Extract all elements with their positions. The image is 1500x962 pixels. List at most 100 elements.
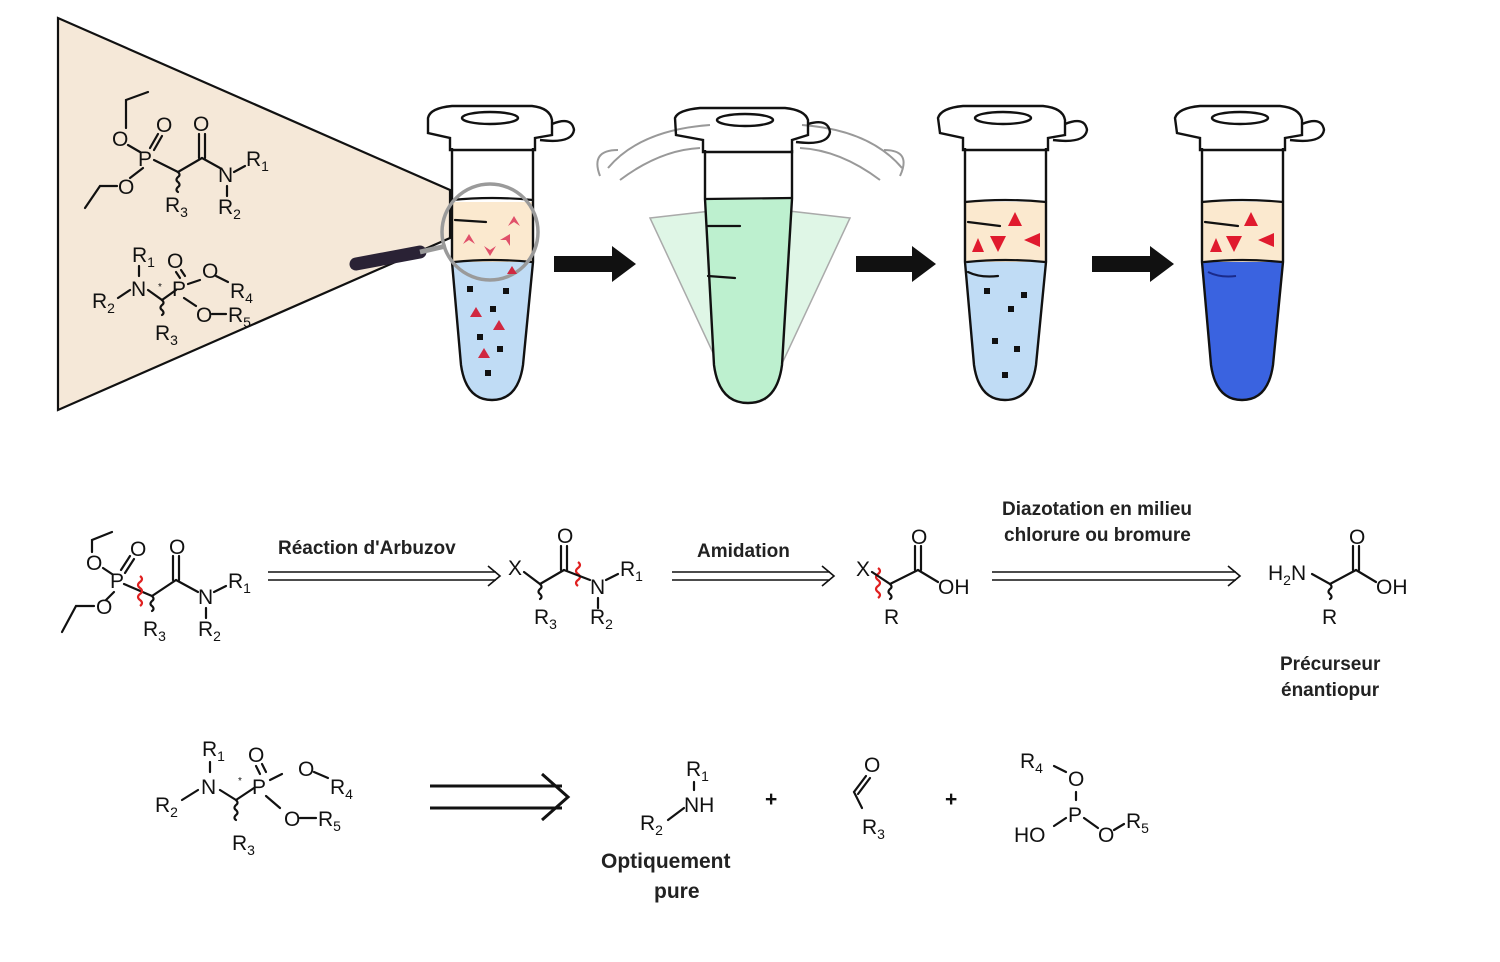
scheme-2-aldehyde: O R3 bbox=[852, 754, 885, 842]
r-label: R bbox=[246, 148, 261, 171]
product-markers bbox=[972, 212, 1040, 252]
plus-sign: + bbox=[765, 788, 777, 811]
r-subscript: 1 bbox=[217, 748, 225, 764]
svg-text:R1: R1 bbox=[202, 738, 225, 764]
step-label-arbuzov: Réaction d'Arbuzov bbox=[278, 538, 456, 559]
atom-O: O bbox=[112, 128, 128, 151]
process-arrow bbox=[1092, 246, 1174, 282]
caption-enantiopur: énantiopur bbox=[1281, 680, 1380, 701]
atom-O: O bbox=[193, 113, 209, 136]
r-subscript: 4 bbox=[345, 786, 353, 802]
magnifier-cone bbox=[56, 16, 452, 412]
svg-text:R1: R1 bbox=[686, 758, 709, 784]
r-subscript: 2 bbox=[170, 804, 178, 820]
atom-R: R bbox=[884, 606, 899, 629]
r-subscript: 1 bbox=[261, 158, 269, 174]
r-label: R bbox=[143, 618, 158, 641]
r-subscript: 1 bbox=[701, 768, 709, 784]
svg-text:R1: R1 bbox=[132, 244, 155, 270]
atom-O: O bbox=[557, 525, 573, 548]
r-label: R bbox=[198, 618, 213, 641]
process-arrow bbox=[554, 246, 636, 282]
r-subscript: 3 bbox=[247, 842, 255, 858]
atom-OH: OH bbox=[1376, 576, 1408, 599]
svg-text:R3: R3 bbox=[232, 832, 255, 858]
svg-text:R5: R5 bbox=[1126, 810, 1149, 836]
r-label: R bbox=[165, 194, 180, 217]
tube-1 bbox=[426, 104, 576, 402]
svg-text:R3: R3 bbox=[143, 618, 166, 644]
svg-text:R4: R4 bbox=[230, 280, 253, 306]
r-label: R bbox=[590, 606, 605, 629]
r-subscript: 3 bbox=[158, 628, 166, 644]
catalyst-markers bbox=[463, 216, 520, 256]
r-subscript: 1 bbox=[243, 580, 251, 596]
r-label: R bbox=[686, 758, 701, 781]
scheme-1-intermediate-1: X O N R1 R2 R3 bbox=[508, 525, 643, 632]
catalyst-triangles bbox=[470, 266, 517, 358]
r-label: R bbox=[232, 832, 247, 855]
atom-HO: HO bbox=[1014, 824, 1046, 847]
svg-text:R4: R4 bbox=[330, 776, 353, 802]
atom-O: O bbox=[864, 754, 880, 777]
r-subscript: 2 bbox=[107, 300, 115, 316]
cone-molecule-phosphonoacetamide: O P O O O N R1 R2 R3 bbox=[83, 90, 269, 222]
r-label: R bbox=[202, 738, 217, 761]
svg-text:R2: R2 bbox=[590, 606, 613, 632]
r-subscript: 4 bbox=[1035, 760, 1043, 776]
atom-O: O bbox=[96, 596, 112, 619]
scheme-1-intermediate-2: X O OH R bbox=[856, 526, 970, 629]
svg-text:R3: R3 bbox=[534, 606, 557, 632]
process-arrow bbox=[856, 246, 936, 282]
atom-N: N bbox=[590, 576, 605, 599]
atom-O: O bbox=[1349, 526, 1365, 549]
r-label: R bbox=[218, 196, 233, 219]
atom-R: R bbox=[1322, 606, 1337, 629]
caption-precurseur: Précurseur bbox=[1280, 654, 1381, 675]
r-label: R bbox=[228, 570, 243, 593]
retro-arrow-amidation: Amidation bbox=[672, 541, 836, 587]
atom-P: P bbox=[1068, 804, 1082, 827]
svg-text:R2: R2 bbox=[155, 794, 178, 820]
substrate-squares bbox=[984, 288, 1027, 378]
r-subscript: 5 bbox=[333, 818, 341, 834]
atom-O: O bbox=[118, 176, 134, 199]
step-label-diazotation-line1: Diazotation en milieu bbox=[1002, 499, 1192, 520]
caption-optiquement: Optiquement bbox=[601, 850, 731, 873]
svg-text:R5: R5 bbox=[228, 304, 251, 330]
svg-text:R2: R2 bbox=[92, 290, 115, 316]
atom-O: O bbox=[86, 552, 102, 575]
svg-text:R1: R1 bbox=[246, 148, 269, 174]
atom-O: O bbox=[248, 744, 264, 767]
scheme-2-amine: R1 NH R2 Optiquement pure bbox=[601, 758, 731, 903]
r-subscript: 2 bbox=[605, 616, 613, 632]
atom-O: O bbox=[196, 304, 212, 327]
tube-4 bbox=[1173, 104, 1326, 402]
atom-O: O bbox=[156, 114, 172, 137]
r-subscript: 2 bbox=[655, 822, 663, 838]
scheme-1-start-molecule: O P O O O N R1 R2 R3 bbox=[60, 530, 251, 644]
atom-O: O bbox=[911, 526, 927, 549]
r-subscript: 4 bbox=[245, 290, 253, 306]
r-subscript: 3 bbox=[877, 826, 885, 842]
atom-O: O bbox=[167, 250, 183, 273]
r-label: R bbox=[155, 322, 170, 345]
retro-arrow-diazotation: Diazotation en milieu chlorure ou bromur… bbox=[992, 499, 1242, 587]
atom-P: P bbox=[138, 148, 152, 171]
r-label: R bbox=[92, 290, 107, 313]
atom-X: X bbox=[508, 557, 522, 580]
r-label: R bbox=[534, 606, 549, 629]
stereocenter-star: * bbox=[238, 776, 242, 787]
svg-text:R2: R2 bbox=[198, 618, 221, 644]
r-subscript: 1 bbox=[147, 254, 155, 270]
svg-text:H2N: H2N bbox=[1268, 562, 1306, 588]
r-label: R bbox=[1126, 810, 1141, 833]
atom-O: O bbox=[298, 758, 314, 781]
r-subscript: 5 bbox=[243, 314, 251, 330]
r-label: R bbox=[620, 558, 635, 581]
atom-O: O bbox=[169, 536, 185, 559]
atom-O: O bbox=[1068, 768, 1084, 791]
r-subscript: 2 bbox=[213, 628, 221, 644]
atom-X: X bbox=[856, 558, 870, 581]
atom-H: H bbox=[1268, 562, 1283, 585]
